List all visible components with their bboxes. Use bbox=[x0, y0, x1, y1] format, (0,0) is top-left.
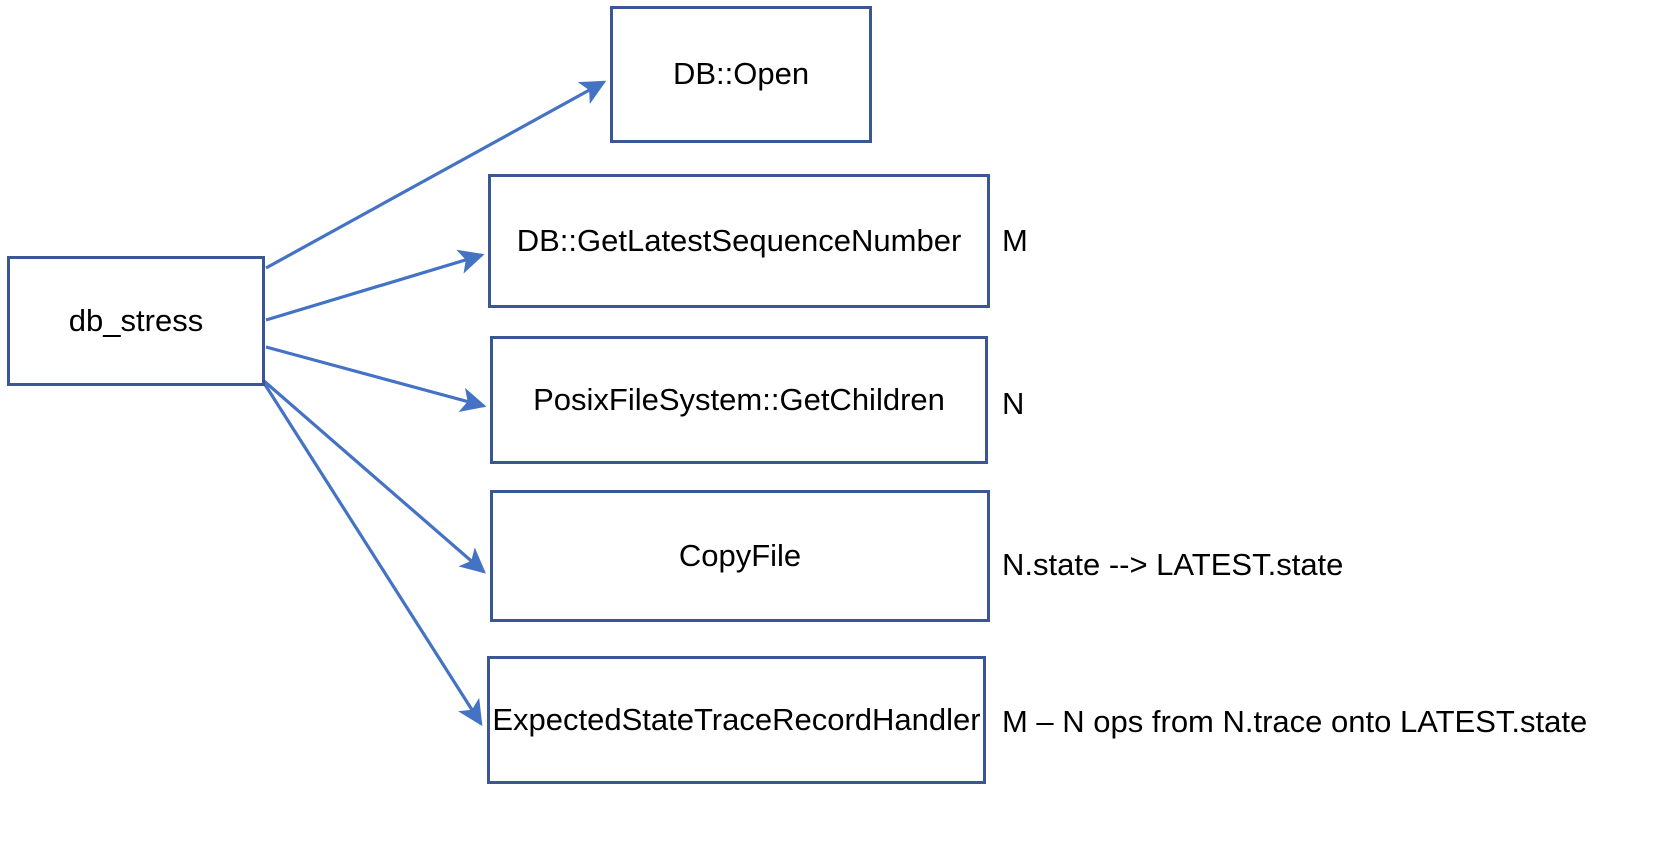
edge-db-stress-to-get-latest-sequence-number bbox=[265, 249, 485, 322]
node-db-get-latest-sequence-number[interactable]: DB::GetLatestSequenceNumber bbox=[488, 174, 990, 308]
node-db-stress-label: db_stress bbox=[68, 302, 204, 338]
edge-db-stress-to-posix-get-children bbox=[265, 345, 487, 413]
annotation-copy-file: N.state --> LATEST.state bbox=[1002, 547, 1344, 582]
node-posix-filesystem-get-children[interactable]: PosixFileSystem::GetChildren bbox=[490, 336, 988, 464]
node-db-stress[interactable]: db_stress bbox=[7, 256, 265, 386]
node-copy-file-label: CopyFile bbox=[678, 537, 802, 573]
node-copy-file[interactable]: CopyFile bbox=[490, 490, 990, 622]
node-db-get-latest-sequence-number-label: DB::GetLatestSequenceNumber bbox=[516, 222, 962, 258]
edge-db-stress-to-copy-file bbox=[262, 379, 486, 574]
annotation-get-latest-sequence-number: M bbox=[1002, 223, 1028, 258]
edge-db-stress-to-expected-state-handler bbox=[262, 382, 483, 727]
node-expected-state-trace-record-handler[interactable]: ExpectedStateTraceRecordHandler bbox=[487, 656, 986, 784]
annotation-expected-state-trace-record-handler: M – N ops from N.trace onto LATEST.state bbox=[1002, 704, 1588, 739]
node-posix-filesystem-get-children-label: PosixFileSystem::GetChildren bbox=[533, 381, 945, 417]
node-expected-state-trace-record-handler-label: ExpectedStateTraceRecordHandler bbox=[492, 701, 981, 737]
annotation-posix-get-children: N bbox=[1002, 386, 1025, 421]
node-db-open-label: DB::Open bbox=[672, 56, 810, 92]
node-db-open[interactable]: DB::Open bbox=[610, 6, 872, 143]
